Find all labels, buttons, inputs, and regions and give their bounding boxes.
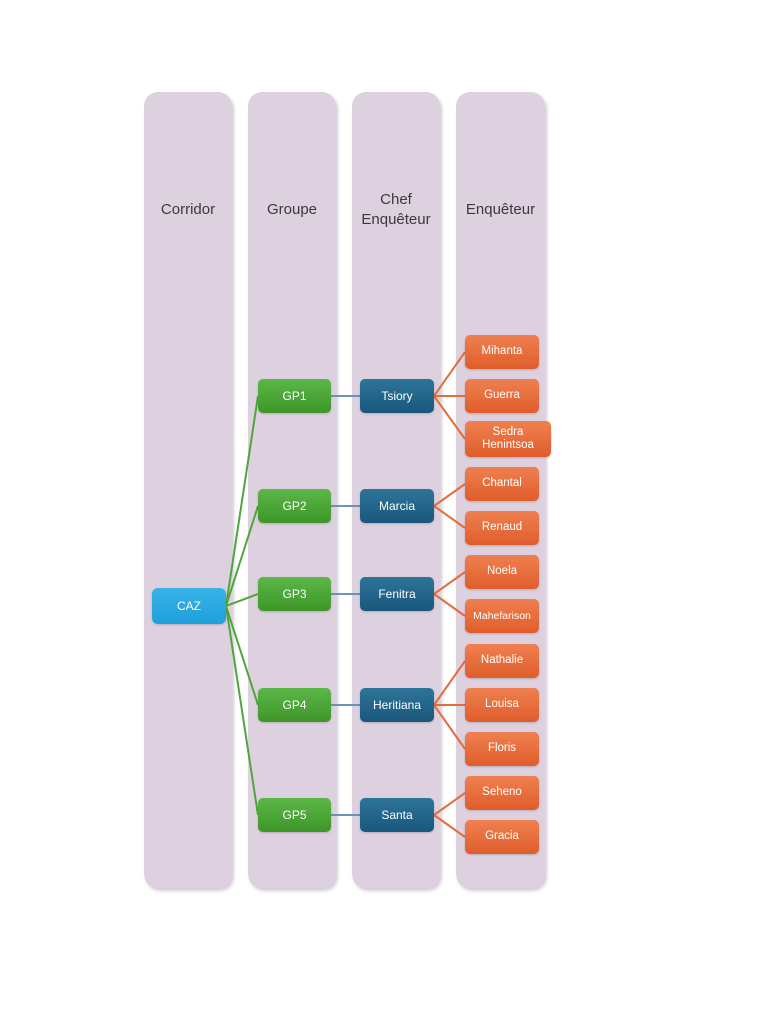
link-caz-gp5 [225, 605, 259, 816]
investigator-node-noela: Noela [465, 555, 539, 589]
chief-node-2: Marcia [360, 489, 434, 523]
group-node-gp2: GP2 [258, 489, 331, 523]
link-caz-gp1 [225, 395, 259, 607]
link-chief2-inv2 [433, 505, 466, 529]
investigator-node-gracia: Gracia [465, 820, 539, 854]
link-caz-gp2 [225, 505, 259, 607]
link-chief3-inv2 [433, 593, 466, 617]
group-node-gp4: GP4 [258, 688, 331, 722]
link-chief1-inv3 [433, 395, 466, 440]
group-node-gp1: GP1 [258, 379, 331, 413]
investigator-node-mahefarison: Mahefarison [465, 599, 539, 633]
column-header-enqueteur: Enquêteur [465, 200, 536, 218]
column-header-groupe: Groupe [266, 200, 318, 218]
investigator-node-louisa: Louisa [465, 688, 539, 722]
investigator-node-nathalie: Nathalie [465, 644, 539, 678]
investigator-node-guerra: Guerra [465, 379, 539, 413]
chief-node-1: Tsiory [360, 379, 434, 413]
root-node-caz: CAZ [152, 588, 226, 624]
link-chief1-inv1 [433, 351, 466, 397]
column-corridor [144, 92, 232, 888]
link-caz-gp4 [225, 605, 259, 706]
link-chief5-inv1 [433, 792, 466, 816]
investigator-node-chantal: Chantal [465, 467, 539, 501]
link-chief4-inv1 [433, 660, 466, 706]
link-chief5-inv2 [433, 814, 466, 838]
column-header-chef-enqueteur: Chef Enquêteur [361, 190, 431, 228]
investigator-node-floris: Floris [465, 732, 539, 766]
link-chief2-inv1 [433, 483, 466, 507]
link-chief3-inv1 [433, 571, 466, 595]
investigator-node-renaud: Renaud [465, 511, 539, 545]
group-node-gp5: GP5 [258, 798, 331, 832]
investigator-node-sedra-henintsoa: Sedra Henintsoa [465, 421, 551, 457]
chief-node-4: Heritiana [360, 688, 434, 722]
link-caz-gp3 [225, 593, 259, 607]
column-header-corridor: Corridor [160, 200, 216, 218]
link-chief4-inv3 [433, 704, 466, 750]
investigator-node-seheno: Seheno [465, 776, 539, 810]
chief-node-3: Fenitra [360, 577, 434, 611]
investigator-node-mihanta: Mihanta [465, 335, 539, 369]
group-node-gp3: GP3 [258, 577, 331, 611]
chief-node-5: Santa [360, 798, 434, 832]
